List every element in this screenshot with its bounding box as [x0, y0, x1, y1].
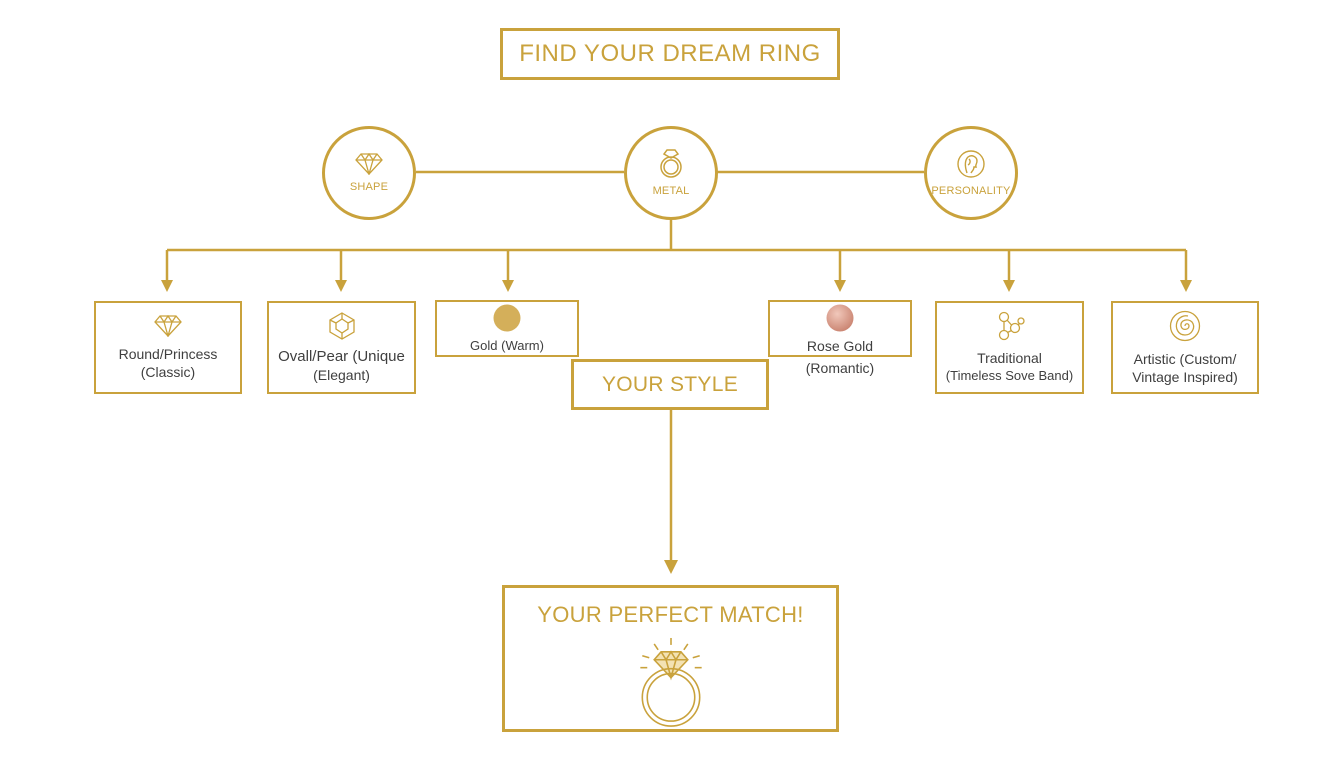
- option-label: Rose Gold: [806, 337, 874, 354]
- option-artistic[interactable]: Artistic (Custom/ Vintage Inspired): [1111, 301, 1259, 394]
- category-shape[interactable]: SHAPE: [322, 126, 416, 220]
- ring-icon: [660, 149, 682, 178]
- option-sublabel: Vintage Inspired): [1132, 368, 1238, 385]
- perfect-match-title: YOUR PERFECT MATCH!: [537, 602, 804, 627]
- rose-gold-swatch-icon: [826, 304, 854, 331]
- option-label: Round/Princess: [118, 345, 218, 362]
- option-rose-gold[interactable]: Rose Gold: [768, 300, 912, 357]
- option-sublabel-rose-gold: (Romantic): [805, 360, 875, 376]
- hexagon-gem-icon: [328, 311, 355, 340]
- option-label: Artistic (Custom/: [1133, 350, 1237, 367]
- diagram-title: FIND YOUR DREAM RING: [500, 28, 840, 80]
- option-label: Traditional: [977, 349, 1042, 366]
- option-sublabel: (Elegant): [313, 366, 370, 383]
- option-sublabel: (Classic): [140, 363, 196, 380]
- diamond-icon: [355, 153, 383, 175]
- category-personality[interactable]: PERSONALITY: [924, 126, 1018, 220]
- molecule-icon: [998, 311, 1025, 340]
- diamond-icon: [154, 314, 182, 337]
- face-profile-icon: [957, 150, 985, 178]
- category-label: PERSONALITY: [931, 185, 1011, 197]
- option-label: Gold (Warm): [470, 337, 544, 353]
- option-sublabel: (Timeless Sove Band): [945, 367, 1074, 383]
- sparkling-ring-icon: [639, 637, 702, 727]
- category-label: SHAPE: [349, 181, 389, 193]
- perfect-match-node: YOUR PERFECT MATCH!: [502, 585, 839, 732]
- your-style-node: YOUR STYLE: [571, 359, 769, 410]
- gold-swatch-icon: [493, 304, 521, 331]
- category-metal[interactable]: METAL: [624, 126, 718, 220]
- spiral-icon: [1169, 310, 1201, 341]
- option-oval-pear[interactable]: Ovall/Pear (Unique (Elegant): [267, 301, 416, 394]
- option-traditional[interactable]: Traditional (Timeless Sove Band): [935, 301, 1084, 394]
- option-gold[interactable]: Gold (Warm): [435, 300, 579, 357]
- option-round-princess[interactable]: Round/Princess (Classic): [94, 301, 242, 394]
- category-label: METAL: [652, 185, 690, 197]
- option-label: Ovall/Pear (Unique: [278, 347, 405, 365]
